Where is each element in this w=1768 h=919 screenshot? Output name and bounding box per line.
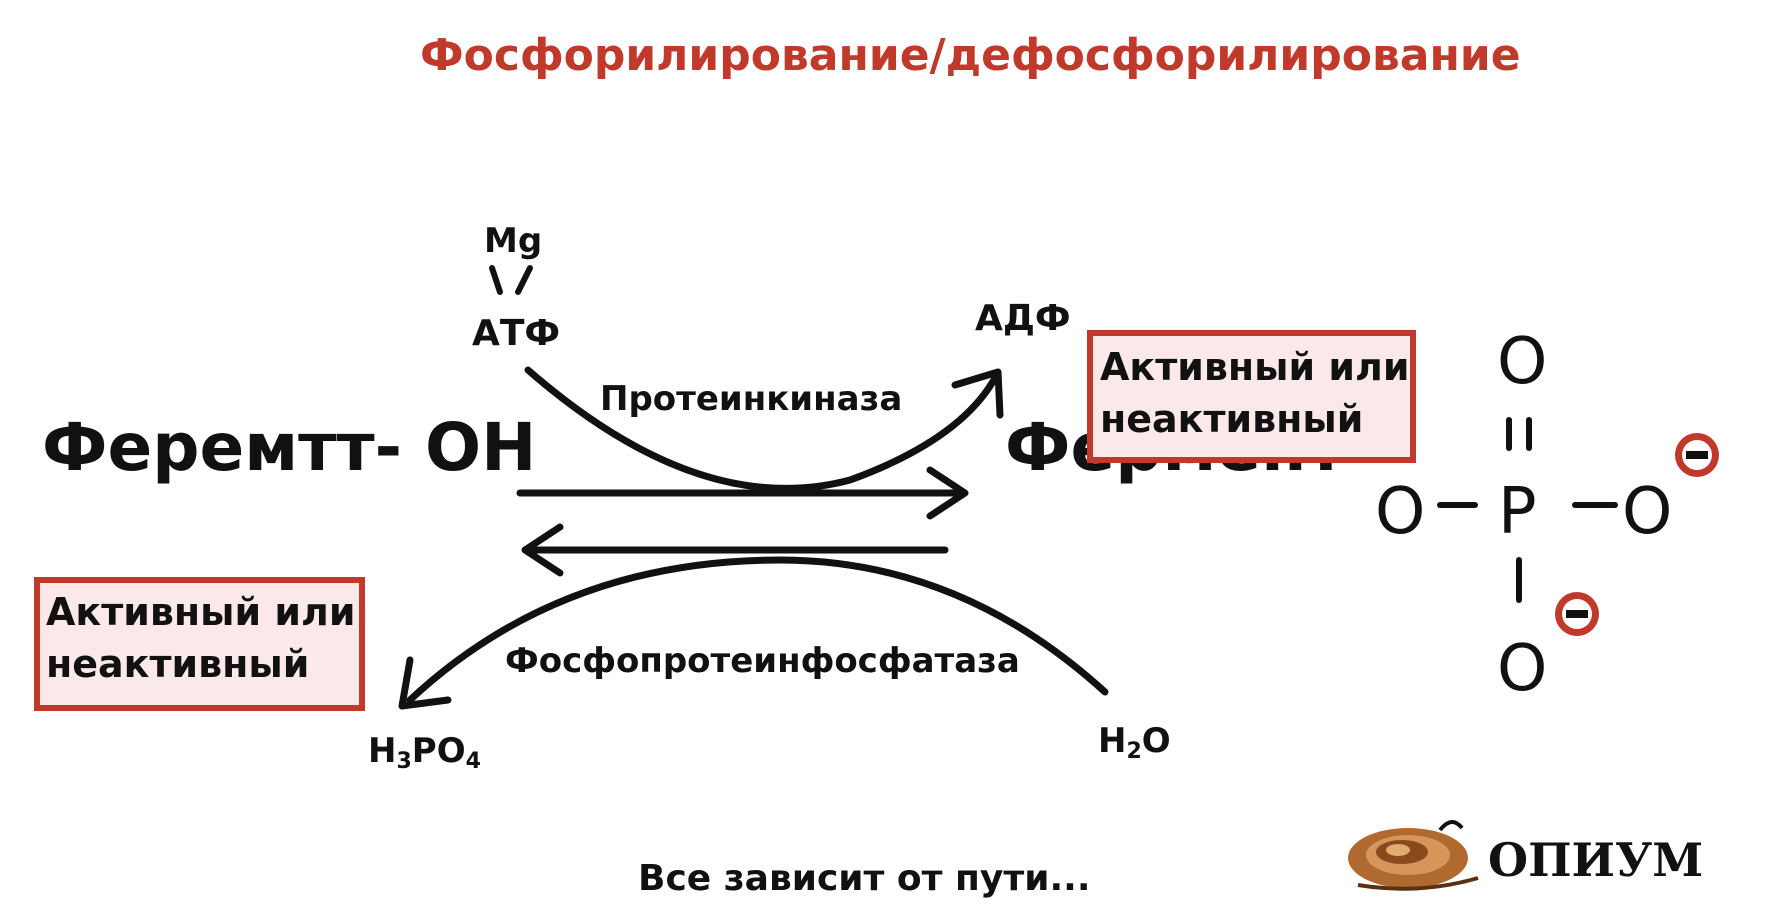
phosphatase-curve-arrowhead xyxy=(398,656,452,710)
reverse-arrowhead xyxy=(521,523,564,577)
status-box-right-line2: неактивный xyxy=(1100,397,1363,441)
negative-charge-icon xyxy=(1555,592,1599,636)
negative-charge-icon xyxy=(1675,433,1719,477)
snail-roll-icon xyxy=(1348,820,1479,891)
status-box-right-line1: Активный или xyxy=(1100,345,1409,389)
enzyme-oh-label: Феремтт- ОН xyxy=(42,409,536,486)
forward-arrowhead xyxy=(926,466,969,520)
phosphate-o-right: O xyxy=(1622,475,1672,549)
mg-bond-left xyxy=(489,265,503,295)
status-box-right: Активный или неактивный xyxy=(1087,330,1416,463)
atp-label: АТФ xyxy=(472,313,560,354)
footer-caption: Все зависит от пути... xyxy=(638,858,1091,899)
diagram-title: Фосфорилирование/дефосфорилирование xyxy=(420,30,1521,81)
kinase-curve-arrow xyxy=(524,366,999,492)
mg-bond-right xyxy=(515,265,533,295)
phosphate-o-top: O xyxy=(1497,325,1547,399)
kinase-curve-arrowhead xyxy=(951,368,1004,419)
status-box-left: Активный или неактивный xyxy=(34,577,365,711)
phosphatase-curve-arrow xyxy=(406,556,1109,704)
logo: ОПИУМ xyxy=(1348,820,1703,891)
h3po4-label: H3PO4 xyxy=(368,731,481,774)
phosphate-o-left: O xyxy=(1375,475,1425,549)
kinase-label: Протеинкиназа xyxy=(600,379,902,419)
logo-text: ОПИУМ xyxy=(1488,833,1703,887)
phosphate-o-bottom: O xyxy=(1497,632,1547,706)
status-box-left-frame xyxy=(34,577,365,711)
phosphate-group: O O P O O xyxy=(1375,325,1719,706)
status-box-left-line1: Активный или xyxy=(46,590,355,634)
adp-label: АДФ xyxy=(975,298,1071,339)
status-box-left-line2: неактивный xyxy=(46,642,309,686)
status-box-right-frame xyxy=(1087,330,1416,463)
h2o-label: H2O xyxy=(1098,721,1171,764)
phosphate-p: P xyxy=(1498,475,1537,549)
mg-label: Mg xyxy=(484,221,542,261)
phosphatase-label: Фосфопротеинфосфатаза xyxy=(505,641,1020,681)
